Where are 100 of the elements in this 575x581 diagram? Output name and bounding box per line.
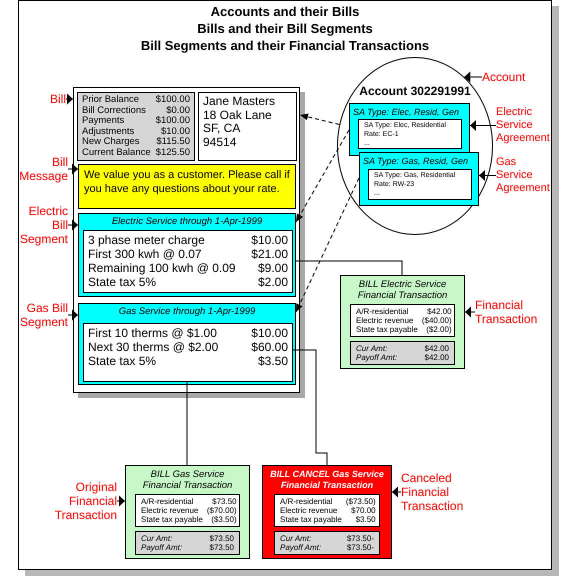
callout-label: Gas Service Agreement (496, 156, 551, 195)
amount: $42.00 (424, 353, 449, 362)
amount: $100.00 (156, 116, 190, 126)
transaction-lines-panel (274, 494, 380, 527)
account-label: Electric revenue (356, 316, 414, 325)
transaction-lines-panel (350, 304, 455, 337)
address-line: 18 Oak Lane (203, 108, 272, 122)
account-label: A/R-residential (356, 307, 408, 316)
transaction-heading: BILL CANCEL Gas Service Financial Transaction (270, 469, 384, 490)
leader-arrow (464, 72, 482, 82)
callout-label: Account (482, 70, 526, 84)
callout-label: Gas Bill Segment (16, 301, 68, 329)
balance-label: Adjustments (82, 126, 134, 137)
amount: $10.00 (251, 233, 288, 247)
amount: $10.00 (251, 326, 288, 340)
balance-label: Current Balance (82, 148, 151, 158)
account-label: Electric revenue (280, 506, 338, 515)
total-label: Cur Amt: (280, 534, 312, 543)
financial-transaction-panel (340, 275, 465, 369)
amount: $21.00 (251, 247, 288, 261)
address-panel (198, 92, 297, 161)
amount: $9.00 (258, 261, 288, 275)
amount: $10.00 (160, 126, 190, 137)
charges-panel (83, 323, 293, 382)
charge-description: Next 30 therms @ $2.00 (88, 340, 218, 354)
transaction-lines-panel (135, 494, 240, 527)
service-agreement-panel (359, 152, 479, 206)
balance-summary-panel (77, 92, 195, 161)
amount: ($73.50) (346, 497, 376, 506)
amount: $115.50 (156, 137, 190, 148)
leader-arrow (464, 306, 476, 318)
bill-segment-panel (78, 213, 296, 297)
bill-segment-panel (78, 303, 296, 385)
leader-arrow (66, 94, 74, 104)
amount: ($3.50) (211, 515, 237, 524)
callout-label: Electric Service Agreement (496, 106, 551, 145)
leader-arrow (116, 496, 126, 506)
address-line: Jane Masters (203, 95, 276, 108)
total-label: Cur Amt: (141, 534, 172, 543)
charge-description: 3 phase meter charge (88, 233, 205, 247)
address-line: SF, CA (203, 122, 240, 136)
amount: $100.00 (156, 95, 190, 106)
balance-label: New Charges (82, 137, 140, 148)
amount: $60.00 (251, 340, 288, 354)
dashed-arrow (296, 178, 360, 312)
agreement-details-panel (358, 119, 462, 149)
account-label: A/R-residential (141, 497, 194, 506)
account-label: State tax payable (280, 515, 342, 524)
amount: $125.50 (156, 148, 190, 158)
account-number: Account 302291991 (359, 84, 471, 98)
amount: $73.50 (210, 534, 234, 543)
callout-label: Bill (50, 92, 66, 106)
amount: $42.00 (427, 307, 452, 316)
leader-arrow (68, 220, 78, 230)
amount: $73.50- (346, 534, 374, 543)
agreement-heading: SA Type: Elec, Resid, Gen (353, 107, 460, 117)
callout-label: Canceled Financial Transaction (401, 471, 469, 513)
callout-label: Electric Bill Segment (16, 204, 68, 246)
amount: $3.50 (258, 354, 288, 368)
amount: $73.50 (210, 543, 234, 552)
cancel-transaction-panel (262, 465, 392, 559)
amount: $70.00 (351, 506, 376, 515)
total-label: Payoff Amt: (280, 543, 322, 552)
segment-heading: Gas Service through 1-Apr-1999 (118, 306, 256, 317)
total-label: Payoff Amt: (356, 353, 398, 362)
agreement-details-panel (368, 169, 472, 200)
transaction-totals-panel (135, 531, 240, 555)
callout-label: Financial Transaction (475, 298, 543, 326)
balance-label: Payments (82, 116, 124, 126)
dashed-arrow (296, 130, 350, 222)
callout-label: Bill Message (16, 155, 68, 183)
transaction-heading: BILL Electric Service Financial Transaction (358, 279, 448, 301)
amount: ($40.00) (422, 316, 452, 325)
connector-line (292, 350, 328, 466)
account-label: Electric revenue (141, 506, 198, 515)
charge-description: Remaining 100 kwh @ 0.09 (88, 261, 236, 275)
amount: $73.50- (346, 543, 374, 552)
charges-panel (83, 230, 293, 293)
amount: $2.00 (258, 275, 288, 289)
financial-transaction-panel (125, 465, 250, 559)
message-text: We value you as a customer. Please call if you have any questions about your rate. (84, 168, 290, 196)
connector-line (296, 260, 402, 276)
service-agreement-panel (349, 103, 470, 156)
agreement-heading: SA Type: Gas, Resid, Gen (363, 156, 468, 166)
balance-label: Bill Corrections (82, 106, 146, 116)
leader-arrow (68, 164, 78, 174)
diagram-subtitle: Bills and their Bill Segments (197, 21, 373, 36)
account-label: State tax payable (141, 515, 203, 524)
message-panel (78, 164, 296, 209)
total-label: Cur Amt: (356, 344, 388, 353)
leader-arrow (470, 120, 496, 131)
account-label: State tax payable (356, 325, 418, 334)
amount: ($70.00) (206, 506, 237, 515)
charge-description: State tax 5% (88, 275, 156, 289)
address-line: 94514 (203, 136, 236, 149)
transaction-heading: BILL Gas Service Financial Transaction (142, 469, 232, 491)
amount: $0.00 (166, 106, 190, 116)
charge-description: First 300 kwh @ 0.07 (88, 247, 202, 261)
diagram-subtitle: Bill Segments and their Financial Transactions (140, 38, 430, 53)
balance-label: Prior Balance (82, 95, 140, 106)
